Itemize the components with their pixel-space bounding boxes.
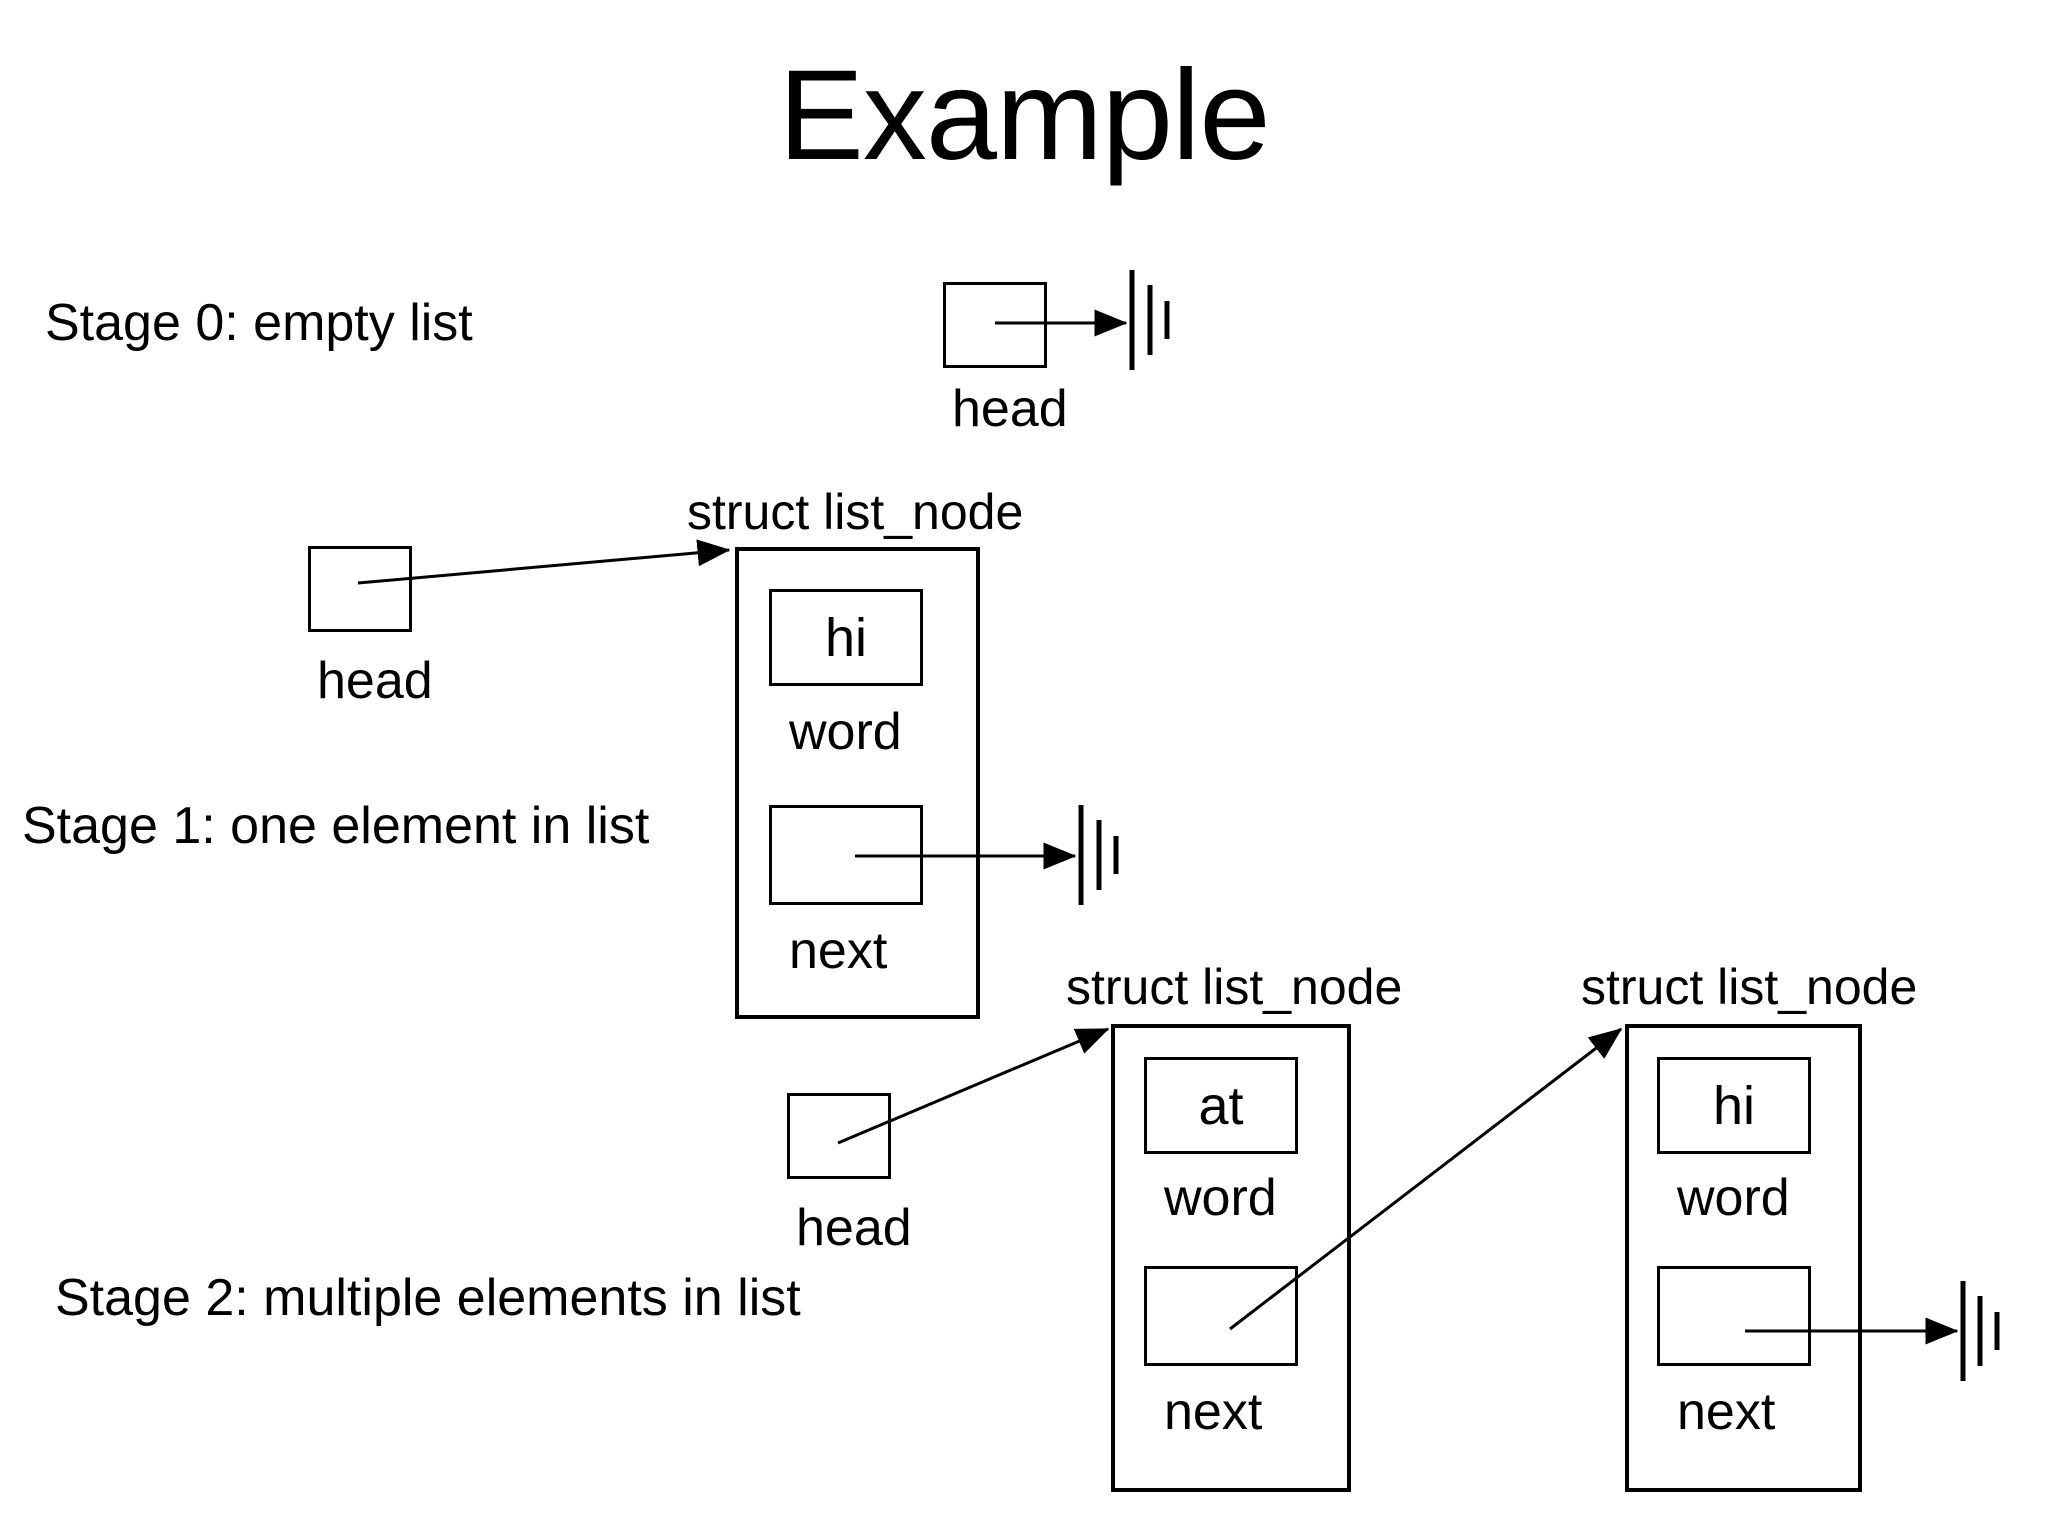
stage-2-head-box — [787, 1093, 891, 1179]
stage-2-head-label: head — [796, 1199, 912, 1257]
stage-1-head-pointer-arrow — [357, 539, 731, 585]
stage-2-node-1-next-box — [1144, 1266, 1298, 1366]
stage-2-node-2-word-label: word — [1677, 1169, 1790, 1227]
stage-1-head-box — [308, 546, 412, 632]
stage-0-label: Stage 0: empty list — [45, 294, 473, 352]
stage-2-node-1-word-box: at — [1144, 1057, 1298, 1154]
stage-1-node-1-word-label: word — [789, 703, 902, 761]
stage-2-node-2-next-box — [1657, 1266, 1811, 1366]
stage-1-node-1 — [735, 547, 980, 1019]
stage-2-node-2-word-box: hi — [1657, 1057, 1811, 1154]
stage-2-node-1-word-label: word — [1164, 1169, 1277, 1227]
stage-0-head-box — [943, 282, 1047, 368]
stage-2-null-ground-icon — [1960, 1281, 2000, 1381]
stage-2-node-2 — [1625, 1024, 1862, 1492]
stage-1-node-1-next-box — [769, 805, 923, 905]
stage-2-node-1-type-label: struct list_node — [1066, 959, 1403, 1015]
stage-2-node-1-next-label: next — [1164, 1383, 1263, 1441]
stage-2-node-2-next-label: next — [1677, 1383, 1776, 1441]
stage-2-label: Stage 2: multiple elements in list — [55, 1269, 801, 1327]
stage-0-null-ground-icon — [1129, 270, 1170, 370]
stage-1-node-1-type-label: struct list_node — [687, 484, 1024, 540]
stage-1-head-label: head — [317, 652, 433, 710]
stage-1-node-1-word-box: hi — [769, 589, 923, 686]
stage-1-label: Stage 1: one element in list — [22, 797, 650, 855]
stage-2-node-2-type-label: struct list_node — [1581, 959, 1918, 1015]
stage-1-node-1-next-label: next — [789, 922, 888, 980]
stage-0-head-label: head — [952, 380, 1068, 438]
stage-1-null-ground-icon — [1078, 805, 1119, 905]
page-title: Example — [778, 44, 1271, 187]
